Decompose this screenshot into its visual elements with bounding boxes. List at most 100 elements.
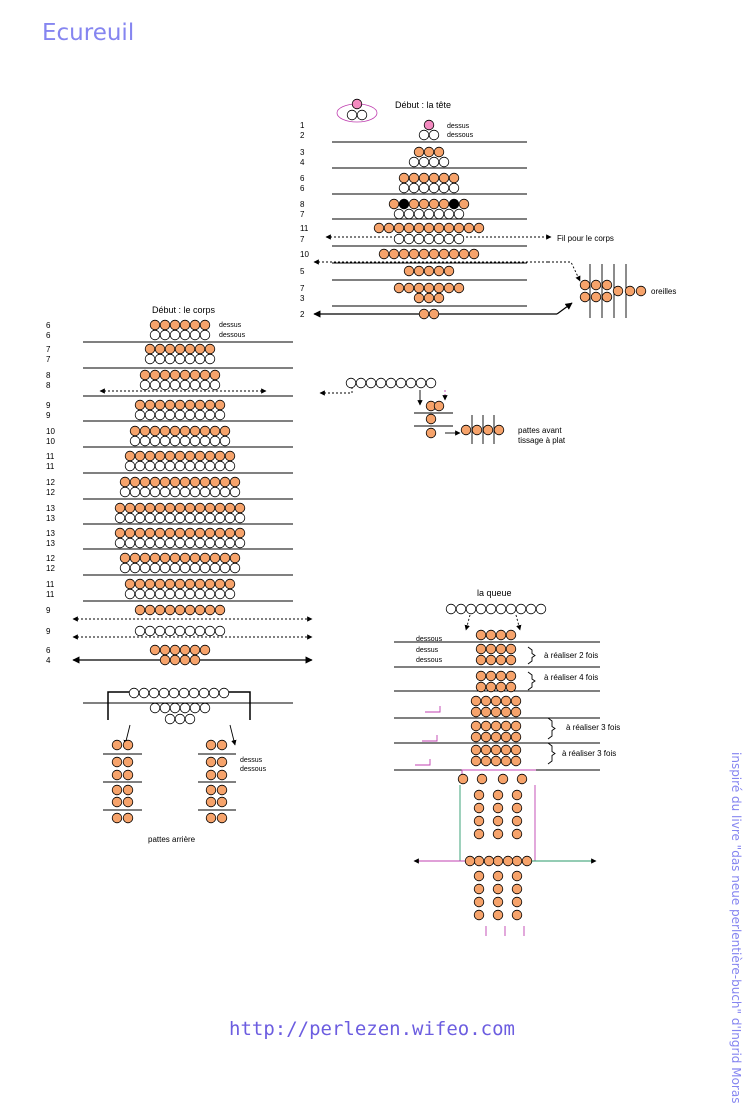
pattern-diagram: Début : la tête12346687117105732dessusde… [46, 98, 676, 936]
bead [216, 812, 228, 824]
bead [505, 670, 517, 682]
bead [485, 629, 497, 641]
row-count: 4 [300, 158, 305, 167]
bead [511, 855, 523, 867]
bead [473, 828, 485, 840]
bead [194, 450, 206, 462]
bead [511, 909, 523, 921]
white-bead [169, 379, 181, 391]
bead [149, 319, 161, 331]
bead [219, 552, 231, 564]
white-bead [395, 377, 407, 389]
bead [154, 399, 166, 411]
bead [425, 413, 437, 425]
white-bead [134, 460, 146, 472]
white-bead [485, 603, 497, 615]
brace [527, 671, 536, 691]
bead [433, 292, 445, 304]
bead [122, 769, 134, 781]
bead [205, 756, 217, 768]
bead [149, 644, 161, 656]
bead [476, 773, 488, 785]
bead [433, 222, 445, 234]
dessous-label: dessous [416, 657, 443, 664]
bead [403, 282, 415, 294]
white-bead [184, 409, 196, 421]
white-bead [149, 435, 161, 447]
row-count: 10 [300, 250, 309, 259]
bead [164, 502, 176, 514]
row-count: 7 [300, 284, 305, 293]
bead [423, 282, 435, 294]
bead [433, 146, 445, 158]
row-count: 7 [46, 345, 51, 354]
bead [144, 578, 156, 590]
bead [154, 502, 166, 514]
site-url[interactable]: http://perlezen.wifeo.com [229, 1018, 515, 1040]
bead [209, 552, 221, 564]
white-bead [148, 687, 160, 699]
bead [492, 883, 504, 895]
bead [174, 343, 186, 355]
white-bead [415, 377, 427, 389]
white-bead [393, 233, 405, 245]
bead [408, 248, 420, 260]
row-count: 11 [300, 224, 309, 233]
white-bead [209, 379, 221, 391]
white-bead [159, 486, 171, 498]
wire-thread [422, 735, 438, 742]
bead [174, 399, 186, 411]
bead [475, 654, 487, 666]
bead [480, 720, 492, 732]
bead [505, 654, 517, 666]
row-count: 5 [300, 267, 305, 276]
bead [199, 319, 211, 331]
bead [164, 604, 176, 616]
bead [124, 527, 136, 539]
bead [464, 855, 476, 867]
bead [378, 248, 390, 260]
white-bead [453, 233, 465, 245]
white-bead [174, 353, 186, 365]
dessus-label: dessus [447, 123, 470, 130]
row-count: 6 [300, 174, 305, 183]
bead [209, 369, 221, 381]
bead [490, 720, 502, 732]
row-count: 13 [46, 539, 55, 548]
nose-bead [423, 119, 435, 131]
repeat-label: à réaliser 2 fois [544, 651, 598, 660]
bead [443, 222, 455, 234]
white-bead [356, 109, 368, 121]
white-bead [398, 182, 410, 194]
ear-bead [601, 279, 613, 291]
row-count: 12 [46, 554, 55, 563]
bead [425, 427, 437, 439]
white-bead [164, 409, 176, 421]
row-count: 9 [46, 606, 51, 615]
bead [510, 695, 522, 707]
white-bead [154, 588, 166, 600]
bead [470, 755, 482, 767]
bead [134, 399, 146, 411]
bead [418, 248, 430, 260]
white-bead [194, 409, 206, 421]
bead [184, 578, 196, 590]
bead [204, 502, 216, 514]
white-bead [134, 625, 146, 637]
bead [204, 604, 216, 616]
white-bead [445, 603, 457, 615]
bead [204, 450, 216, 462]
row-count: 8 [46, 381, 51, 390]
bead [205, 769, 217, 781]
bead [480, 744, 492, 756]
bead [159, 319, 171, 331]
bead [204, 343, 216, 355]
bead [510, 720, 522, 732]
row-count: 9 [46, 627, 51, 636]
bead [500, 731, 512, 743]
white-bead [174, 588, 186, 600]
wire-thread [425, 706, 441, 713]
bead [189, 654, 201, 666]
row-count: 6 [46, 646, 51, 655]
white-bead [418, 129, 430, 141]
